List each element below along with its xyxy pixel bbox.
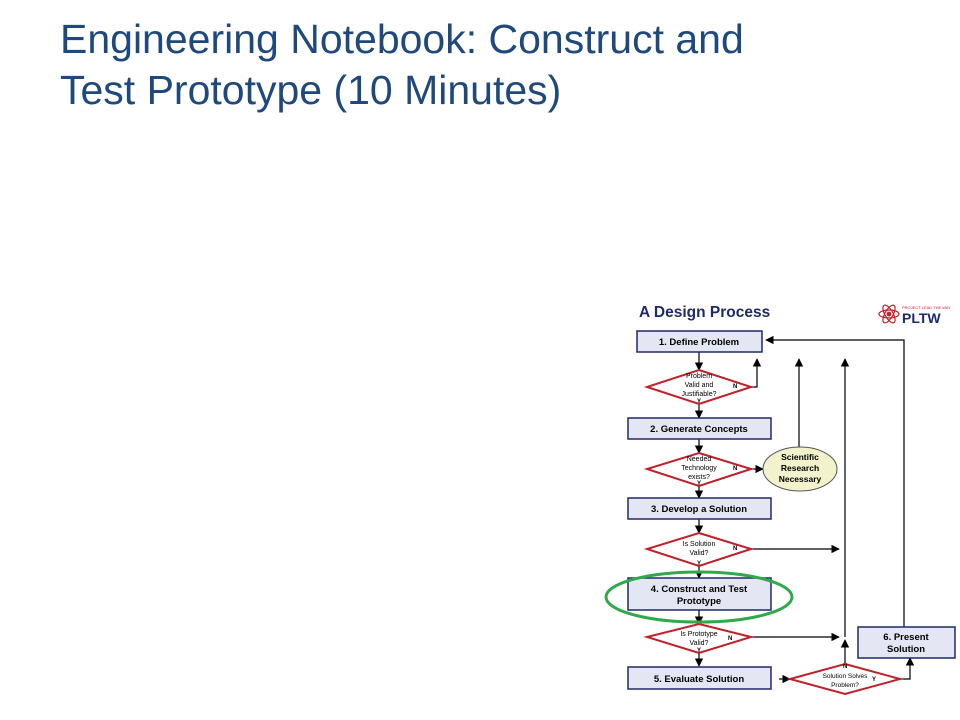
step-label-line-1: 4. Construct and Test: [651, 584, 748, 595]
step-present-solution: 6. Present Solution: [857, 626, 956, 659]
step-label: 1. Define Problem: [659, 337, 739, 348]
no-label: N: [728, 636, 732, 642]
decision-solution-valid: Is Solution Valid? N Y: [643, 531, 755, 568]
decision-technology-exists: Needed Technology exists? N Y: [643, 451, 755, 488]
decision-label-line-1: Solution Solves: [823, 673, 869, 680]
logo-tagline: PROJECT LEAD THE WAY: [902, 305, 951, 310]
decision-label-line-1: Is Prototype: [680, 631, 717, 638]
yes-label: Y: [872, 677, 876, 683]
step-construct-test-prototype: 4. Construct and Test Prototype: [627, 577, 772, 611]
yes-label: Y: [697, 561, 701, 567]
decision-solution-solves-problem: Solution Solves Problem? N Y: [786, 662, 904, 696]
pltw-logo: PROJECT LEAD THE WAY PLTW: [878, 304, 951, 326]
decision-label-line-2: Valid?: [690, 640, 709, 647]
step-define-problem: 1. Define Problem: [636, 330, 763, 353]
yes-label: Y: [697, 481, 701, 487]
step-label-line-2: Prototype: [677, 596, 721, 607]
step-evaluate-solution: 5. Evaluate Solution: [627, 666, 772, 690]
research-label-line-1: Scientific: [781, 452, 819, 462]
step-generate-concepts: 2. Generate Concepts: [627, 417, 772, 440]
decision-problem-valid: Problem Valid and Justifiable? N Y: [643, 368, 755, 406]
yes-label: Y: [697, 648, 701, 654]
slide-title: Engineering Notebook: Construct and Test…: [60, 14, 920, 116]
step-label: 3. Develop a Solution: [651, 504, 747, 515]
step-label-line-1: 6. Present: [883, 632, 929, 643]
connectors: [694, 335, 915, 684]
decision-label-line-1: Problem: [686, 373, 712, 380]
highlight-ellipse: [604, 570, 794, 624]
decision-label-line-2: Valid?: [690, 550, 709, 557]
decision-label-line-2: Problem?: [831, 682, 859, 689]
research-label-line-3: Necessary: [779, 474, 822, 484]
logo-text: PLTW: [902, 310, 941, 326]
decision-label-line-2: Technology: [681, 465, 717, 472]
no-label: N: [733, 466, 737, 472]
no-label: N: [733, 546, 737, 552]
decision-prototype-valid: Is Prototype Valid? N Y: [643, 622, 755, 655]
step-develop-solution: 3. Develop a Solution: [627, 497, 772, 520]
no-label: N: [733, 384, 737, 390]
research-label-line-2: Research: [781, 463, 819, 473]
step-label: 5. Evaluate Solution: [654, 674, 744, 685]
atom-icon: [878, 304, 900, 324]
decision-label-line-1: Is Solution: [683, 541, 716, 548]
step-label-line-2: Solution: [887, 644, 925, 655]
decision-label-line-1: Needed: [687, 456, 712, 463]
yes-label: Y: [697, 399, 701, 405]
no-label: N: [843, 664, 847, 670]
diagram-heading: A Design Process: [639, 304, 770, 321]
slide-title-line-1: Engineering Notebook: Construct and: [60, 16, 744, 62]
step-label: 2. Generate Concepts: [650, 424, 748, 435]
decision-label-line-2: Valid and: [685, 382, 714, 389]
slide-title-line-2: Test Prototype (10 Minutes): [60, 67, 562, 113]
scientific-research-necessary: Scientific Research Necessary: [762, 446, 838, 492]
decision-label-line-3: exists?: [688, 474, 710, 481]
decision-label-line-3: Justifiable?: [681, 391, 716, 398]
